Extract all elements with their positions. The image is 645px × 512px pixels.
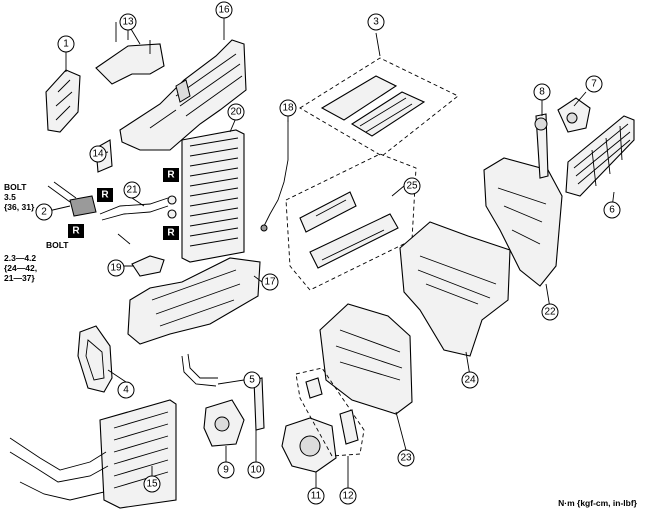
callout-22: 22 bbox=[541, 303, 559, 321]
part-12-group-outline bbox=[295, 367, 365, 457]
torque-b-value: 2.3—4.2 bbox=[4, 253, 37, 263]
callout-4: 4 bbox=[117, 381, 135, 399]
callout-10: 10 bbox=[247, 461, 265, 479]
callout-24: 24 bbox=[461, 371, 479, 389]
callout-18: 18 bbox=[279, 99, 297, 117]
callout-1: 1 bbox=[57, 35, 75, 53]
torque-a-alt: {36, 31} bbox=[4, 202, 35, 212]
svg-text:1: 1 bbox=[63, 39, 69, 50]
svg-text:R: R bbox=[101, 190, 109, 201]
callout-6: 6 bbox=[603, 201, 621, 219]
svg-text:5: 5 bbox=[249, 375, 255, 386]
svg-text:18: 18 bbox=[282, 103, 294, 114]
part-15-heater-core bbox=[99, 399, 177, 509]
torque-spec-bolt-b-label: BOLT bbox=[46, 240, 69, 250]
svg-text:10: 10 bbox=[250, 465, 262, 476]
replace-part-mark: R bbox=[163, 168, 179, 182]
torque-a-value: 3.5 bbox=[4, 192, 16, 202]
callout-3: 3 bbox=[367, 13, 385, 31]
part-4-seal-frame bbox=[77, 325, 113, 393]
part-21-pipe bbox=[99, 197, 169, 221]
svg-text:14: 14 bbox=[92, 149, 104, 160]
torque-b-alt1: {24—42, bbox=[4, 263, 38, 273]
svg-text:13: 13 bbox=[122, 17, 134, 28]
svg-text:2: 2 bbox=[41, 207, 47, 218]
torque-b-alt2: 21—37} bbox=[4, 273, 35, 283]
part-20-evaporator bbox=[181, 129, 245, 263]
replace-part-mark: R bbox=[68, 224, 84, 238]
callout-23: 23 bbox=[397, 449, 415, 467]
callout-8: 8 bbox=[533, 83, 551, 101]
svg-text:R: R bbox=[167, 228, 175, 239]
callout-2: 2 bbox=[35, 203, 53, 221]
svg-text:8: 8 bbox=[539, 87, 545, 98]
svg-text:19: 19 bbox=[110, 263, 122, 274]
callout-5: 5 bbox=[243, 371, 261, 389]
torque-spec-bolt-a: BOLT 3.5 {36, 31} bbox=[4, 182, 34, 212]
callout-20: 20 bbox=[227, 103, 245, 121]
part-15-heater-pipes bbox=[9, 437, 109, 501]
callout-13: 13 bbox=[119, 13, 137, 31]
svg-text:24: 24 bbox=[464, 375, 476, 386]
part-13-bracket bbox=[95, 43, 165, 85]
torque-a-label: BOLT bbox=[4, 182, 27, 192]
callout-12: 12 bbox=[339, 487, 357, 505]
svg-text:21: 21 bbox=[126, 185, 138, 196]
replace-part-mark: R bbox=[163, 226, 179, 240]
callout-15: 15 bbox=[143, 475, 161, 493]
svg-text:25: 25 bbox=[406, 181, 418, 192]
part-18-sensor-wire bbox=[263, 120, 289, 227]
callout-11: 11 bbox=[307, 487, 325, 505]
callout-21: 21 bbox=[123, 181, 141, 199]
svg-text:15: 15 bbox=[146, 479, 158, 490]
part-5-hose bbox=[181, 353, 218, 387]
svg-text:12: 12 bbox=[342, 491, 354, 502]
svg-text:20: 20 bbox=[230, 107, 242, 118]
svg-text:23: 23 bbox=[400, 453, 412, 464]
callout-16: 16 bbox=[215, 1, 233, 19]
svg-text:11: 11 bbox=[311, 491, 322, 502]
unit-legend: N·m {kgf-cm, in-lbf} bbox=[558, 498, 637, 508]
part-23-blower-housing bbox=[319, 303, 413, 415]
part-24-main-housing bbox=[399, 221, 511, 357]
part-17-lower-housing bbox=[127, 257, 261, 345]
svg-text:R: R bbox=[72, 226, 80, 237]
part-2-expansion-valve bbox=[69, 195, 97, 217]
svg-text:R: R bbox=[167, 170, 175, 181]
svg-text:3: 3 bbox=[373, 17, 379, 28]
replace-part-mark: R bbox=[97, 188, 113, 202]
svg-text:4: 4 bbox=[123, 385, 129, 396]
callout-17: 17 bbox=[261, 273, 279, 291]
callout-9: 9 bbox=[217, 461, 235, 479]
torque-b-label: BOLT bbox=[46, 240, 69, 250]
callout-7: 7 bbox=[585, 75, 603, 93]
part-3-group-outline bbox=[299, 57, 459, 157]
callout-25: 25 bbox=[403, 177, 421, 195]
torque-spec-bolt-b: 2.3—4.2 {24—42, 21—37} bbox=[4, 253, 37, 283]
callout-19: 19 bbox=[107, 259, 125, 277]
part-19-clip bbox=[131, 255, 165, 277]
part-25-group-outline bbox=[285, 153, 417, 291]
part-1-gasket bbox=[45, 69, 81, 133]
svg-text:16: 16 bbox=[218, 5, 230, 16]
svg-text:6: 6 bbox=[609, 205, 615, 216]
callout-14: 14 bbox=[89, 145, 107, 163]
svg-text:9: 9 bbox=[223, 465, 229, 476]
svg-text:7: 7 bbox=[591, 79, 597, 90]
svg-text:22: 22 bbox=[544, 307, 556, 318]
svg-text:17: 17 bbox=[264, 277, 276, 288]
